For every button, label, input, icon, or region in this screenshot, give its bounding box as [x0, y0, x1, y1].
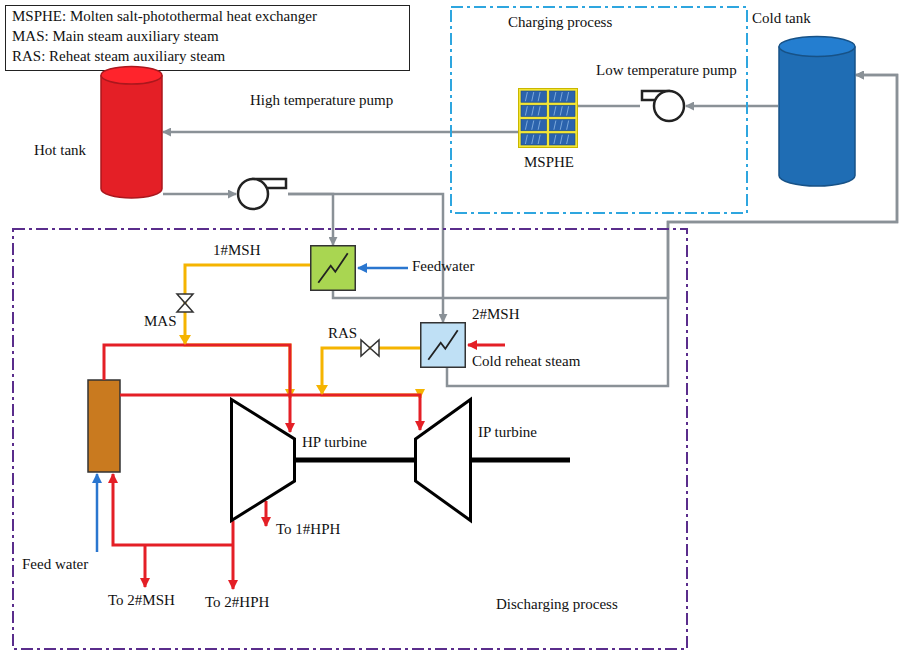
junction-arrowhead: [179, 335, 191, 345]
turbine-outline: [230, 398, 296, 522]
node-label: IP turbine: [478, 424, 537, 441]
auxiliary-steam-line: [322, 348, 420, 398]
junction-arrowhead: [316, 385, 328, 395]
steam-heater: 1#MSH: [310, 245, 356, 291]
pump-symbol: High temperature pump: [236, 177, 288, 211]
pump-symbol-outline: [236, 177, 288, 211]
flow-label: Cold reheat steam: [472, 353, 580, 370]
process-region: Discharging process 1#MSH 2#MSH HP turbine I…: [12, 228, 688, 650]
molten-salt-line: [686, 105, 778, 108]
mas-valve: [177, 294, 193, 312]
turbine-outline: [414, 398, 472, 522]
node-label: 1#MSH: [213, 242, 261, 259]
molten-salt-line: [163, 193, 236, 196]
extraction-line: [232, 521, 235, 589]
process-region-outline: [450, 6, 748, 214]
boiler: [88, 380, 120, 472]
storage-tank: Hot tank: [100, 66, 163, 198]
heat-exchanger-panel-outline: [518, 88, 578, 148]
feedwater-line: [96, 474, 99, 552]
abbreviation-text: MAS: Main steam auxiliary steam: [12, 28, 219, 45]
edge-label: RAS: [326, 325, 359, 342]
storage-tank-outline: [100, 66, 163, 198]
flow-label: To 2#MSH: [108, 592, 175, 609]
node-label: High temperature pump: [250, 92, 393, 109]
turbine: IP turbine: [414, 398, 472, 522]
molten-salt-line: [288, 194, 333, 245]
flow-label: To 2#HPH: [205, 594, 269, 611]
node-label: 2#MSH: [472, 306, 520, 323]
heat-exchanger-panel: MSPHE: [518, 88, 578, 148]
steam-heater-outline: [310, 245, 356, 291]
node-label: Charging process: [508, 14, 612, 31]
pump-symbol-outline: [640, 89, 686, 123]
feedwater-line: [358, 267, 408, 270]
ras-valve: [361, 340, 379, 356]
node-label: Low temperature pump: [596, 62, 737, 79]
edge-label: MAS: [142, 313, 179, 330]
flow-label: To 1#HPH: [276, 521, 340, 538]
molten-salt-line: [163, 131, 518, 134]
cold-reheat-return-line: [113, 474, 233, 545]
turbine: HP turbine: [230, 398, 296, 522]
abbreviation-text: MSPHE: Molten salt-photothermal heat exc…: [12, 8, 317, 25]
node-label: Hot tank: [34, 142, 86, 159]
flow-label: Feed water: [22, 556, 88, 573]
extraction-line: [265, 501, 268, 526]
extraction-line: [144, 545, 147, 587]
process-region: Charging processLow temperature pumpMSPH…: [450, 6, 748, 214]
molten-salt-line: [578, 105, 640, 108]
pump-symbol: Low temperature pump: [640, 89, 686, 123]
node-label: Discharging process: [496, 596, 618, 613]
storage-tank-outline: [778, 36, 856, 186]
flow-label: Feedwater: [412, 258, 474, 275]
steam-heater-outline: [420, 322, 466, 368]
steam-heater: 2#MSH: [420, 322, 466, 368]
node-label: Cold tank: [752, 10, 811, 27]
node-label: HP turbine: [302, 434, 367, 451]
storage-tank: Cold tank: [778, 36, 856, 186]
abbreviation-text: RAS: Reheat steam auxiliary steam: [12, 48, 225, 65]
abbreviation-box: MSPHE: Molten salt-photothermal heat exc…: [5, 5, 410, 71]
cold-reheat-inlet: [468, 344, 505, 347]
node-label: MSPHE: [524, 154, 574, 171]
